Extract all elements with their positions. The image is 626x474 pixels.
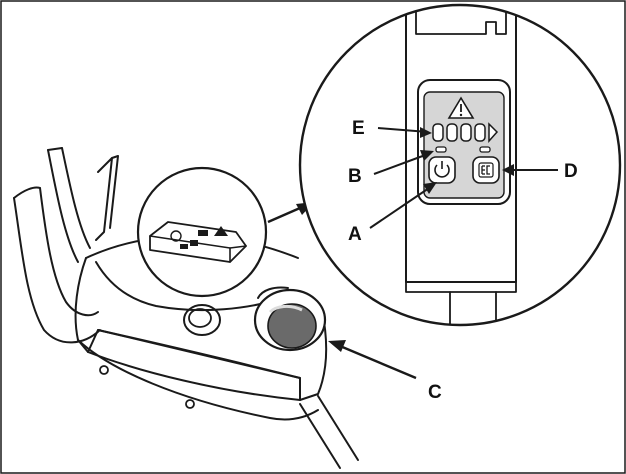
callout-lines	[328, 127, 558, 380]
callout-label-e: E	[352, 118, 365, 139]
housing-body	[74, 257, 328, 401]
small-power-icon	[170, 230, 182, 242]
callout-label-d: D	[564, 161, 578, 182]
handle-assembly	[13, 147, 359, 469]
power-indicator-led	[435, 146, 447, 153]
screw-right	[185, 399, 195, 409]
power-icon	[428, 156, 456, 184]
handle-frame-bar	[47, 149, 79, 263]
eco-indicator-led	[479, 146, 491, 153]
callout-label-c: C	[428, 382, 442, 403]
warning-triangle-icon	[447, 96, 475, 119]
handle-tube-left	[13, 197, 101, 344]
cable	[299, 403, 341, 469]
release-button	[183, 304, 221, 336]
eco-mode-icon	[472, 156, 500, 184]
battery-level-icon	[432, 122, 499, 143]
callout-label-a: A	[348, 224, 362, 245]
callout-label-b: B	[348, 166, 362, 187]
screw-left	[99, 365, 109, 375]
small-battery-icon	[180, 244, 188, 249]
magnified-view	[298, 3, 622, 327]
small-warning-icon	[214, 226, 228, 236]
small-eco-icon	[190, 240, 198, 246]
